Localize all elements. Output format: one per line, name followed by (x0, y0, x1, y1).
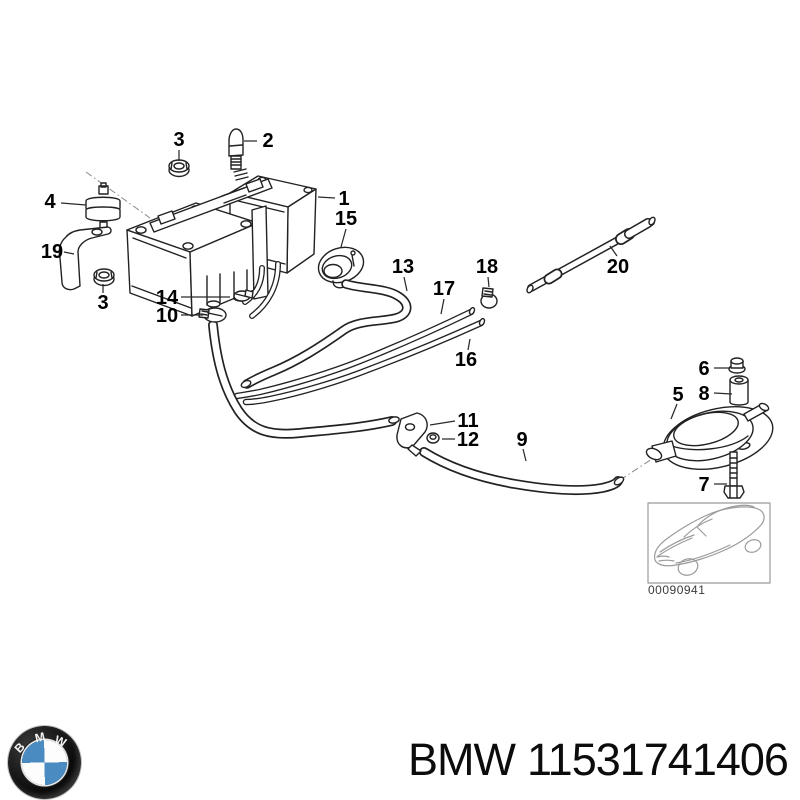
heater-unit-drawing (126, 168, 317, 319)
valve-drawing (317, 246, 365, 289)
callout-7: 7 (698, 474, 709, 496)
callout-leader-11 (429, 420, 456, 426)
callout-9: 9 (516, 429, 527, 451)
callout-19: 19 (41, 241, 63, 263)
hose-13-drawing (240, 279, 412, 389)
callout-11: 11 (457, 410, 478, 432)
clamp-10-drawing (198, 307, 227, 323)
hose-9-drawing (419, 447, 625, 496)
callout-12: 12 (457, 429, 479, 451)
callout-3: 3 (173, 129, 184, 151)
callout-leader-1 (317, 196, 336, 199)
callout-leader-16 (467, 338, 471, 351)
callout-leader-8 (713, 392, 733, 395)
callout-leader-9 (522, 448, 527, 462)
callout-leader-20 (609, 245, 618, 257)
callout-5: 5 (672, 384, 683, 406)
callout-3: 3 (97, 292, 108, 314)
bolt-7-drawing (723, 451, 745, 499)
thumbnail-code: 00090941 (648, 583, 705, 597)
clamp-18-drawing (480, 287, 498, 309)
bracket-drawing (58, 226, 112, 291)
brand-name: BMW (408, 734, 516, 785)
callout-1: 1 (338, 188, 349, 210)
callout-14: 14 (156, 287, 179, 309)
muffler-drawing (645, 402, 774, 470)
callout-leader-19 (63, 251, 75, 255)
callout-leader-13 (403, 276, 408, 292)
parts-diagram: 00090941 1233456789101112131415161718192… (41, 128, 774, 597)
callout-2: 2 (262, 130, 273, 152)
nut-6-drawing (728, 357, 746, 374)
callout-leader-18 (487, 276, 490, 288)
dash-line-left (85, 171, 151, 219)
car-thumbnail: 00090941 (647, 502, 771, 597)
sleeve-8-drawing (729, 375, 749, 406)
hose-16-17-drawing (233, 306, 486, 406)
nut-drawing-bottom (93, 268, 115, 287)
callout-leader-5 (670, 403, 678, 420)
glow-plug-drawing (228, 128, 244, 170)
bmw-logo-letter: M (33, 729, 47, 746)
clamp-11-drawing (396, 412, 428, 457)
callout-leader-4 (60, 202, 87, 206)
callout-leader-17 (440, 298, 445, 315)
callout-20: 20 (607, 256, 629, 278)
rod-drawing (526, 216, 656, 294)
callout-15: 15 (335, 208, 357, 230)
callout-leader-15 (340, 228, 347, 248)
nut-12-drawing (426, 432, 440, 444)
callout-10: 10 (156, 305, 178, 327)
callout-16: 16 (455, 349, 477, 371)
callout-18: 18 (476, 256, 498, 278)
callout-17: 17 (433, 278, 455, 300)
nut-drawing-top (168, 159, 190, 178)
mount-drawing (85, 182, 121, 232)
part-number: 11531741406 (526, 734, 789, 785)
clamp-14-drawing (233, 289, 254, 302)
main-hose-drawing (208, 320, 400, 439)
callout-4: 4 (44, 191, 56, 213)
callout-6: 6 (698, 358, 709, 380)
callout-8: 8 (698, 383, 709, 405)
callout-13: 13 (392, 256, 414, 278)
bmw-logo: B M W (2, 720, 87, 800)
